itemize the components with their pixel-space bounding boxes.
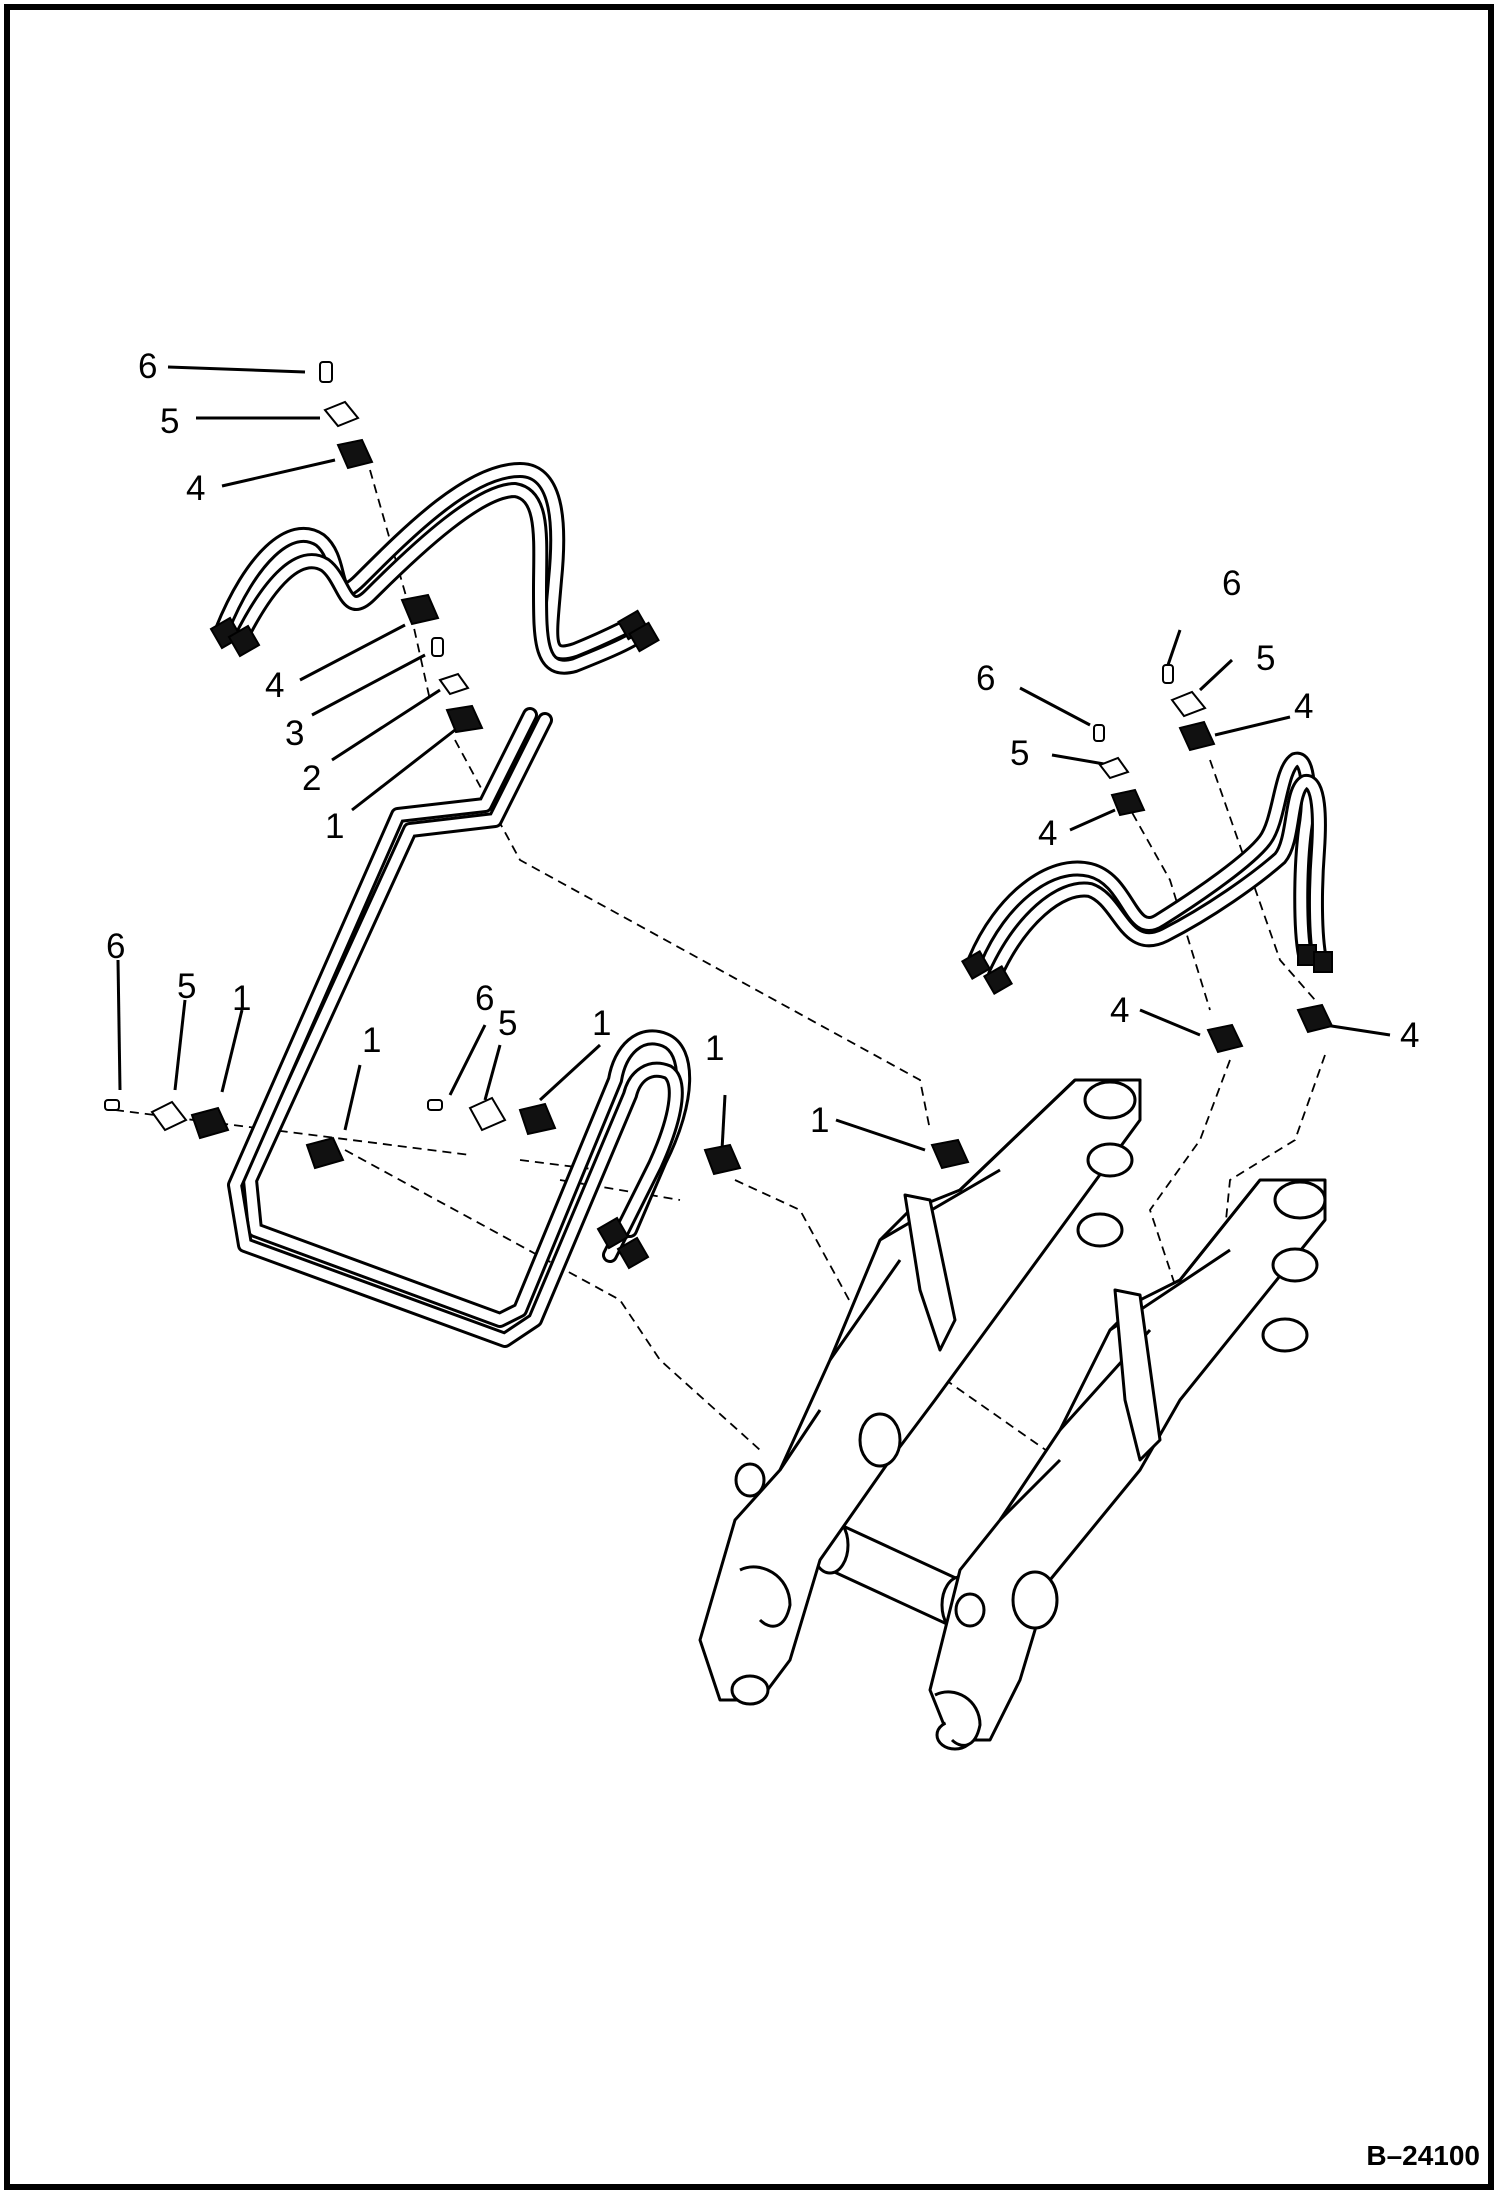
upper-right-hose-assembly: [960, 751, 1333, 996]
callout-4: 4: [1110, 991, 1129, 1030]
callout-4: 4: [1400, 1016, 1419, 1055]
upper-left-hose-assembly: [209, 462, 660, 675]
leader-lines: [116, 365, 1391, 1152]
callout-5: 5: [1256, 639, 1275, 678]
callout-4: 4: [265, 666, 284, 705]
callout-4: 4: [1294, 687, 1313, 726]
callout-6: 6: [1222, 564, 1241, 603]
callout-1: 1: [232, 979, 251, 1018]
callout-5: 5: [1010, 734, 1029, 773]
callout-4: 4: [186, 469, 205, 508]
upper-left-fasteners: [319, 361, 484, 734]
callout-5: 5: [498, 1004, 517, 1043]
callout-5: 5: [160, 402, 179, 441]
callout-1: 1: [325, 807, 344, 846]
lower-left-tube-assembly: [227, 707, 692, 1348]
callout-3: 3: [285, 714, 304, 753]
callout-6: 6: [106, 927, 125, 966]
figure-id: B–24100: [1366, 2140, 1480, 2171]
callout-labels: 6 5 4 4 3 2 1 6 5 4 6 5 4 4 4 6 5 1 1 6 …: [106, 347, 1419, 1140]
callout-1: 1: [362, 1021, 381, 1060]
page-border: [4, 4, 1494, 2190]
callout-6: 6: [138, 347, 157, 386]
lower-left-fasteners: [104, 1096, 970, 1176]
callout-1: 1: [705, 1029, 724, 1068]
callout-1: 1: [810, 1101, 829, 1140]
callout-2: 2: [302, 759, 321, 798]
callout-6: 6: [976, 659, 995, 698]
callout-5: 5: [177, 967, 196, 1006]
loader-arm-assembly: [698, 1078, 1327, 1751]
upper-right-fasteners: [1093, 664, 1334, 1054]
callout-1: 1: [592, 1004, 611, 1043]
callout-4: 4: [1038, 814, 1057, 853]
callout-6: 6: [475, 979, 494, 1018]
